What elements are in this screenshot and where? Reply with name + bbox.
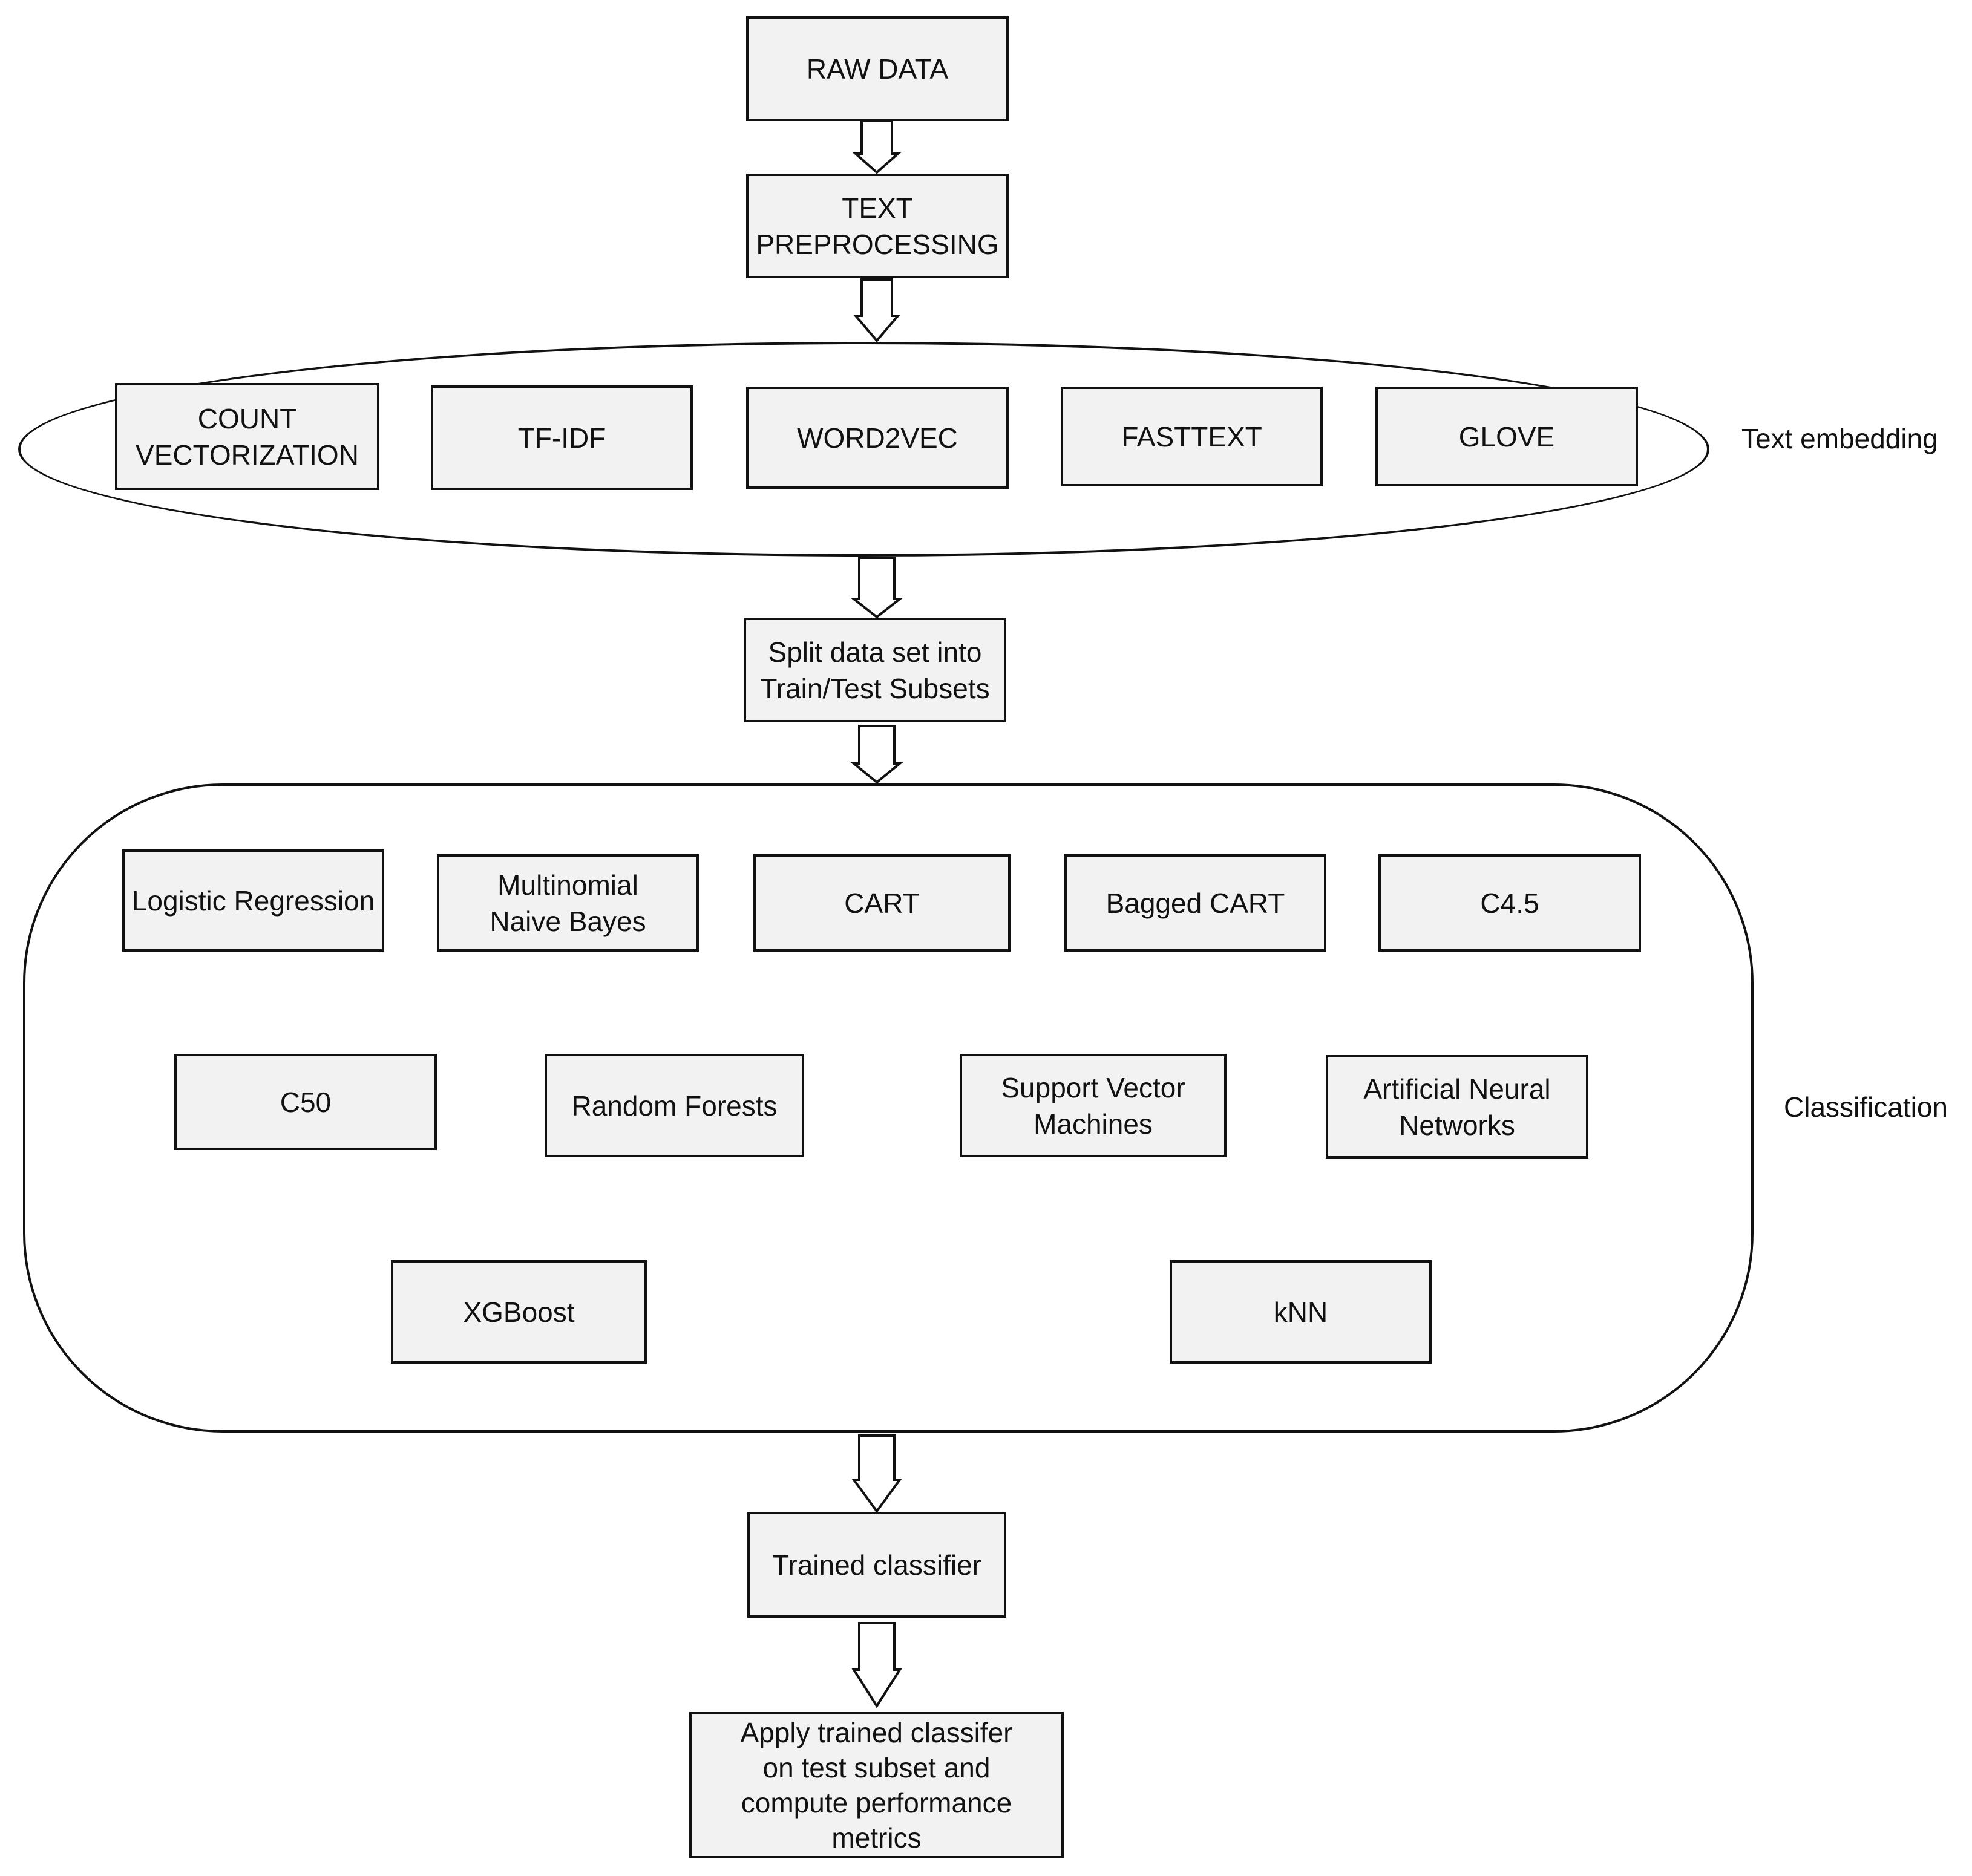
random-forests-box: Random Forests (545, 1054, 804, 1157)
apply-classifier-box: Apply trained classifer on test subset a… (689, 1712, 1064, 1858)
split-data-box: Split data set into Train/Test Subsets (744, 618, 1006, 722)
support-vector-machines-box: Support Vector Machines (960, 1054, 1227, 1157)
text-embedding-label: Text embedding (1741, 423, 1938, 454)
glove-box: GLOVE (1375, 387, 1638, 486)
text-preprocessing-box: TEXT PREPROCESSING (746, 174, 1009, 278)
multinomial-naive-bayes-box: Multinomial Naive Bayes (437, 854, 699, 952)
arrow-split-to-classification (850, 725, 903, 784)
trained-classifier-box: Trained classifier (747, 1512, 1006, 1618)
fasttext-box: FASTTEXT (1061, 387, 1323, 486)
knn-box: kNN (1170, 1260, 1432, 1364)
artificial-neural-networks-box: Artificial Neural Networks (1326, 1055, 1588, 1159)
arrow-raw-to-preprocessing (852, 120, 902, 174)
logistic-regression-box: Logistic Regression (122, 849, 384, 952)
cart-box: CART (753, 854, 1011, 952)
c50-box: C50 (174, 1054, 437, 1150)
xgboost-box: XGBoost (391, 1260, 647, 1364)
bagged-cart-box: Bagged CART (1064, 854, 1326, 952)
count-vectorization-box: COUNT VECTORIZATION (115, 383, 379, 490)
word2vec-box: WORD2VEC (746, 387, 1009, 489)
c45-box: C4.5 (1378, 854, 1641, 952)
arrow-classification-to-trained (851, 1434, 902, 1514)
arrow-trained-to-apply (851, 1622, 902, 1708)
raw-data-box: RAW DATA (746, 16, 1009, 121)
arrow-preprocessing-to-embedding (853, 278, 901, 343)
tf-idf-box: TF-IDF (431, 385, 693, 490)
classification-label: Classification (1784, 1091, 1948, 1123)
arrow-embedding-to-split (850, 557, 903, 619)
